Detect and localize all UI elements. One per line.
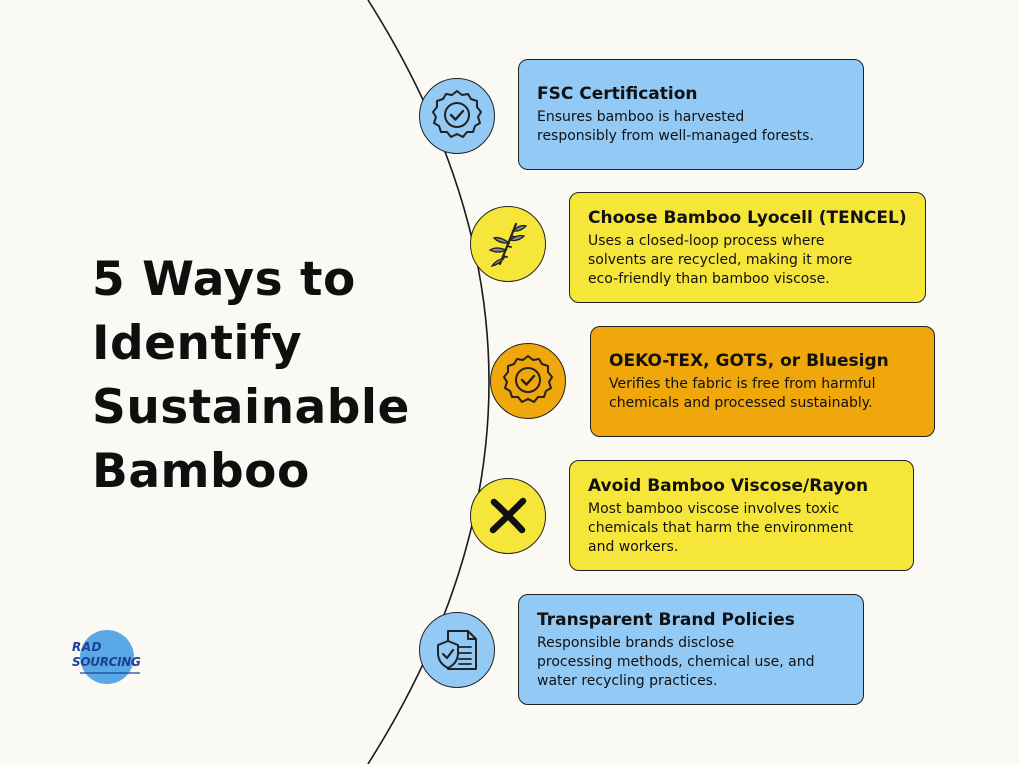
bamboo-icon [488,222,528,268]
desc-line: and workers. [588,538,679,555]
desc-line: responsibly from well-managed forests. [537,128,814,144]
card-transparent-brand-policies: Transparent Brand Policies Responsible b… [518,594,864,705]
desc-line: chemicals that harm the environment [588,519,854,536]
certified-badge-icon [432,90,482,138]
card-description: Most bamboo viscose involves toxic chemi… [588,500,901,557]
card-title: Avoid Bamboo Viscose/Rayon [588,475,869,496]
desc-line: Most bamboo viscose involves toxic [588,500,840,517]
x-mark-icon [489,497,527,534]
card-title: OEKO-TEX, GOTS, or Bluesign [609,351,889,371]
card-description: Verifies the fabric is free from harmful… [609,375,922,413]
card-bamboo-lyocell: Choose Bamboo Lyocell (TENCEL) Uses a cl… [569,192,926,303]
desc-line: solvents are recycled, making it more [588,251,853,268]
title-line-1: 5 Ways to [92,252,356,307]
desc-line: eco-friendly than bamboo viscose. [588,270,830,287]
brand-policies-node [419,612,495,688]
card-fsc-certification: FSC Certification Ensures bamboo is harv… [518,59,864,170]
desc-line: Uses a closed-loop process where [588,232,825,249]
title-line-4: Bamboo [92,444,310,499]
title-line-2: Identify [92,316,303,371]
policy-document-shield-icon [437,630,477,670]
title-line-3: Sustainable [92,380,410,435]
desc-line: Verifies the fabric is free from harmful [609,376,876,392]
oekotex-node [490,343,566,419]
logo-circle [80,630,134,684]
logo-text-line1: RAD [72,640,102,654]
card-description: Responsible brands disclose processing m… [537,634,851,691]
card-avoid-viscose: Avoid Bamboo Viscose/Rayon Most bamboo v… [569,460,914,571]
desc-line: chemicals and processed sustainably. [609,395,873,411]
card-description: Ensures bamboo is harvested responsibly … [537,108,851,146]
card-title: Choose Bamboo Lyocell (TENCEL) [588,207,907,228]
desc-line: water recycling practices. [537,672,718,689]
card-title: Transparent Brand Policies [537,609,795,630]
logo-text-line2: SOURCING [72,655,141,669]
card-description: Uses a closed-loop process where solvent… [588,232,913,289]
logo-tagline-bar [80,672,140,674]
certified-badge-icon [503,355,553,403]
page-title: 5 Ways to Identify Sustainable Bamboo [92,248,452,504]
rad-sourcing-logo: RAD SOURCING [72,630,146,684]
card-oekotex-gots-bluesign: OEKO-TEX, GOTS, or Bluesign Verifies the… [590,326,935,437]
card-title: FSC Certification [537,84,698,104]
fsc-node [419,78,495,154]
desc-line: Ensures bamboo is harvested [537,109,745,125]
desc-line: processing methods, chemical use, and [537,653,815,670]
avoid-viscose-node [470,478,546,554]
desc-line: Responsible brands disclose [537,634,735,651]
lyocell-node [470,206,546,282]
